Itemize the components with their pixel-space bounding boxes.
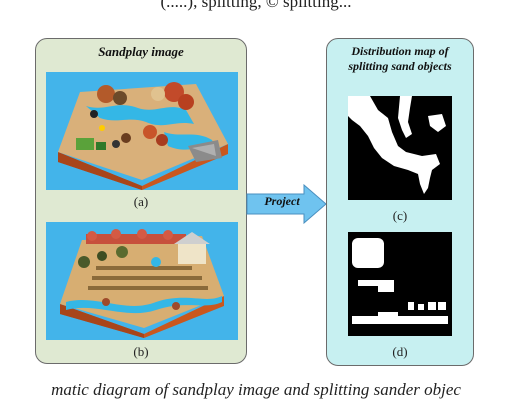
project-arrow bbox=[246, 184, 327, 224]
label-c: (c) bbox=[392, 208, 408, 223]
sandplay-image-b bbox=[46, 222, 238, 340]
label-a: (a) bbox=[133, 194, 149, 209]
figure-caption: matic diagram of sandplay image and spli… bbox=[51, 380, 461, 399]
distribution-map-title-line1: Distribution map of bbox=[351, 44, 449, 58]
sandplay-panel-title: Sandplay image bbox=[98, 44, 184, 59]
distribution-map-title-line2: splitting sand objects bbox=[348, 59, 452, 73]
label-b: (b) bbox=[133, 344, 149, 359]
label-d: (d) bbox=[392, 344, 408, 359]
header-text-fragment: (.....), splitting, © splitting... bbox=[160, 0, 352, 11]
sandplay-image-a bbox=[46, 72, 238, 190]
project-arrow-label: Project bbox=[264, 194, 300, 208]
distribution-map-d bbox=[348, 232, 452, 336]
distribution-map-title: Distribution map of splitting sand objec… bbox=[330, 44, 470, 74]
distribution-map-c bbox=[348, 96, 452, 200]
